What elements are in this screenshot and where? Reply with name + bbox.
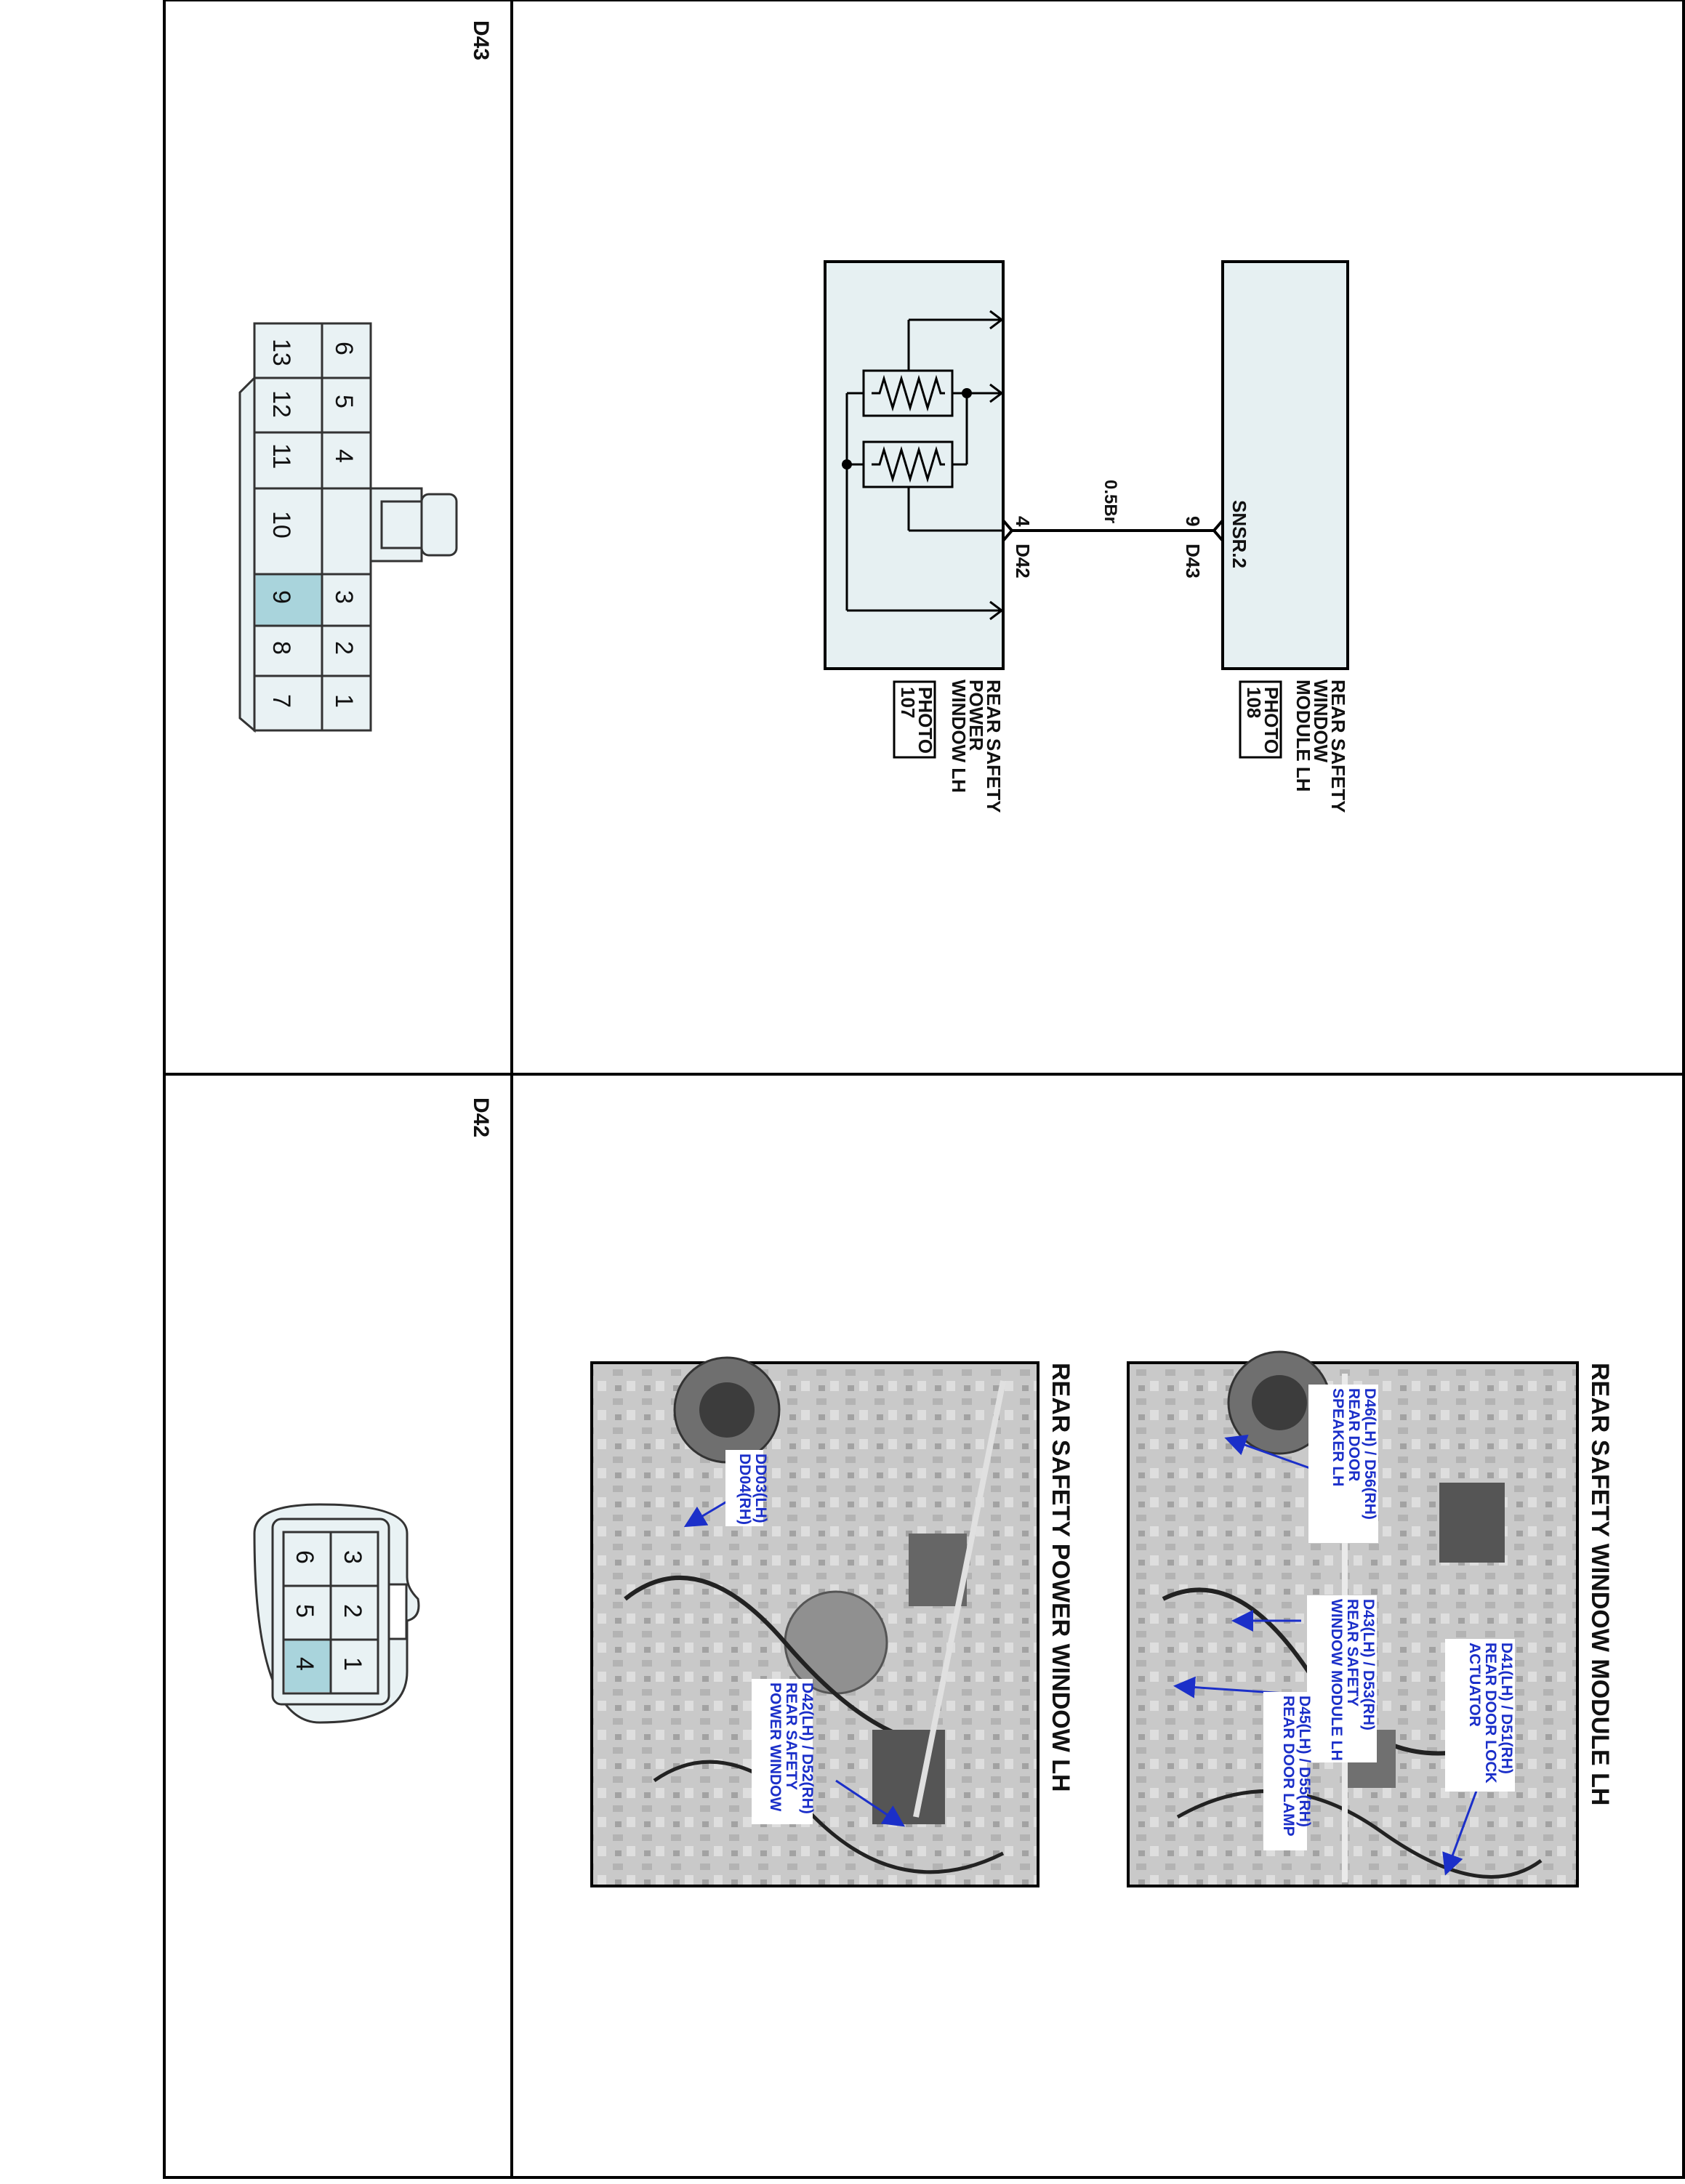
callout-d42-line-2: REAR SAFETY [783, 1683, 800, 1790]
module-pin-label: SNSR.2 [1228, 500, 1250, 568]
d42-connector-title: D42 [469, 1097, 493, 1137]
module-photo-number: 108 [1243, 687, 1265, 718]
window-connector-id: D42 [1012, 544, 1034, 579]
d43-pin-labels: 1 2 3 4 5 6 7 8 9 10 11 12 13 [268, 339, 358, 708]
callout-d43: D43(LH) / D53(RH) [1360, 1599, 1377, 1730]
module-name-line-2: WINDOW [1310, 680, 1332, 763]
callout-d41-line-3: ACTUATOR [1466, 1643, 1483, 1727]
photo-2-title: REAR SAFETY POWER WINDOW LH [1047, 1363, 1074, 1792]
module-pin-number: 9 [1182, 516, 1204, 526]
d42-pin-5: 5 [291, 1604, 318, 1618]
module-photo-label: PHOTO [1260, 687, 1282, 754]
callout-d43-line-3: WINDOW MODULE LH [1328, 1599, 1345, 1761]
callout-d41-line-2: REAR DOOR LOCK [1482, 1643, 1499, 1784]
d43-pin-4: 4 [330, 449, 358, 463]
callout-d45: D45(LH) / D55(RH) [1296, 1696, 1313, 1827]
wire-spec: 0.5Br [1101, 480, 1120, 523]
callout-d46: D46(LH) / D56(RH) [1362, 1388, 1378, 1520]
module-photo-ref-box [1239, 680, 1282, 759]
d42-connector-face [253, 1503, 420, 1724]
d43-pin-1: 1 [330, 694, 358, 708]
module-connector-id: D43 [1182, 544, 1204, 579]
power-window-internal-circuit [845, 310, 1004, 621]
module-name-line-3: MODULE LH [1292, 680, 1314, 792]
d42-pin-6: 6 [291, 1550, 318, 1564]
d42-pin-3: 3 [339, 1550, 366, 1564]
d43-pin-10: 10 [268, 511, 295, 539]
rear-safety-window-module-box [1221, 260, 1349, 670]
d43-pin-9: 9 [268, 590, 295, 604]
junction-dot [962, 388, 972, 398]
window-name-line-1: REAR SAFETY [983, 680, 1005, 813]
callout-d42: D42(LH) / D52(RH) [799, 1683, 816, 1814]
callout-d45-line-2: REAR DOOR LAMP [1280, 1696, 1297, 1837]
window-photo-label: PHOTO [914, 687, 936, 754]
callout-d46-line-3: SPEAKER LH [1330, 1388, 1346, 1486]
callout-d46-line-2: REAR DOOR [1346, 1388, 1362, 1481]
callout-dd04: DD04(RH) [736, 1454, 753, 1525]
d43-pin-12: 12 [268, 390, 295, 418]
d43-pin-2: 2 [330, 641, 358, 655]
page-frame [163, 0, 1685, 2179]
photo-2-callouts: DD03(LH) DD04(RH) D42(LH) / D52(RH) REAR… [725, 1450, 816, 1824]
window-name-line-3: WINDOW LH [948, 680, 970, 793]
callout-d41: D41(LH) / D51(RH) [1498, 1643, 1515, 1774]
photo-1-title: REAR SAFETY WINDOW MODULE LH [1586, 1363, 1614, 1805]
photo-2-rear-safety-power-window [590, 1356, 1039, 1887]
wire-d43-d42 [1002, 519, 1224, 542]
window-photo-ref-box [893, 680, 936, 759]
d43-pin-3: 3 [330, 590, 358, 604]
d42-pin-2: 2 [339, 1604, 366, 1618]
d42-pin-4: 4 [291, 1657, 318, 1671]
d43-connector-title: D43 [469, 20, 493, 60]
window-photo-number: 107 [897, 687, 919, 718]
callout-d42-line-3: POWER WINDOW [767, 1683, 784, 1811]
photo-1-callouts: D41(LH) / D51(RH) REAR DOOR LOCK ACTUATO… [1263, 1385, 1515, 1850]
junction-dot [842, 459, 852, 470]
d42-pin-4-highlight [285, 1640, 331, 1692]
window-pin-number: 4 [1012, 516, 1034, 527]
d43-pin-9-highlight [256, 574, 321, 626]
d43-pin-6: 6 [330, 342, 358, 355]
d43-pin-11: 11 [268, 443, 295, 469]
callout-d43-line-2: REAR SAFETY [1344, 1599, 1361, 1706]
d43-pin-8: 8 [268, 641, 295, 655]
module-name-line-1: REAR SAFETY [1327, 680, 1349, 813]
d43-pin-13: 13 [268, 339, 295, 366]
callout-dd03: DD03(LH) [752, 1454, 769, 1523]
d43-pin-7: 7 [268, 694, 295, 708]
d43-pin-5: 5 [330, 395, 358, 408]
window-name-line-2: POWER [965, 680, 987, 751]
d42-pin-1: 1 [339, 1657, 366, 1671]
d42-pin-labels: 1 2 3 4 5 6 [291, 1550, 366, 1671]
d43-connector-face [238, 322, 458, 733]
